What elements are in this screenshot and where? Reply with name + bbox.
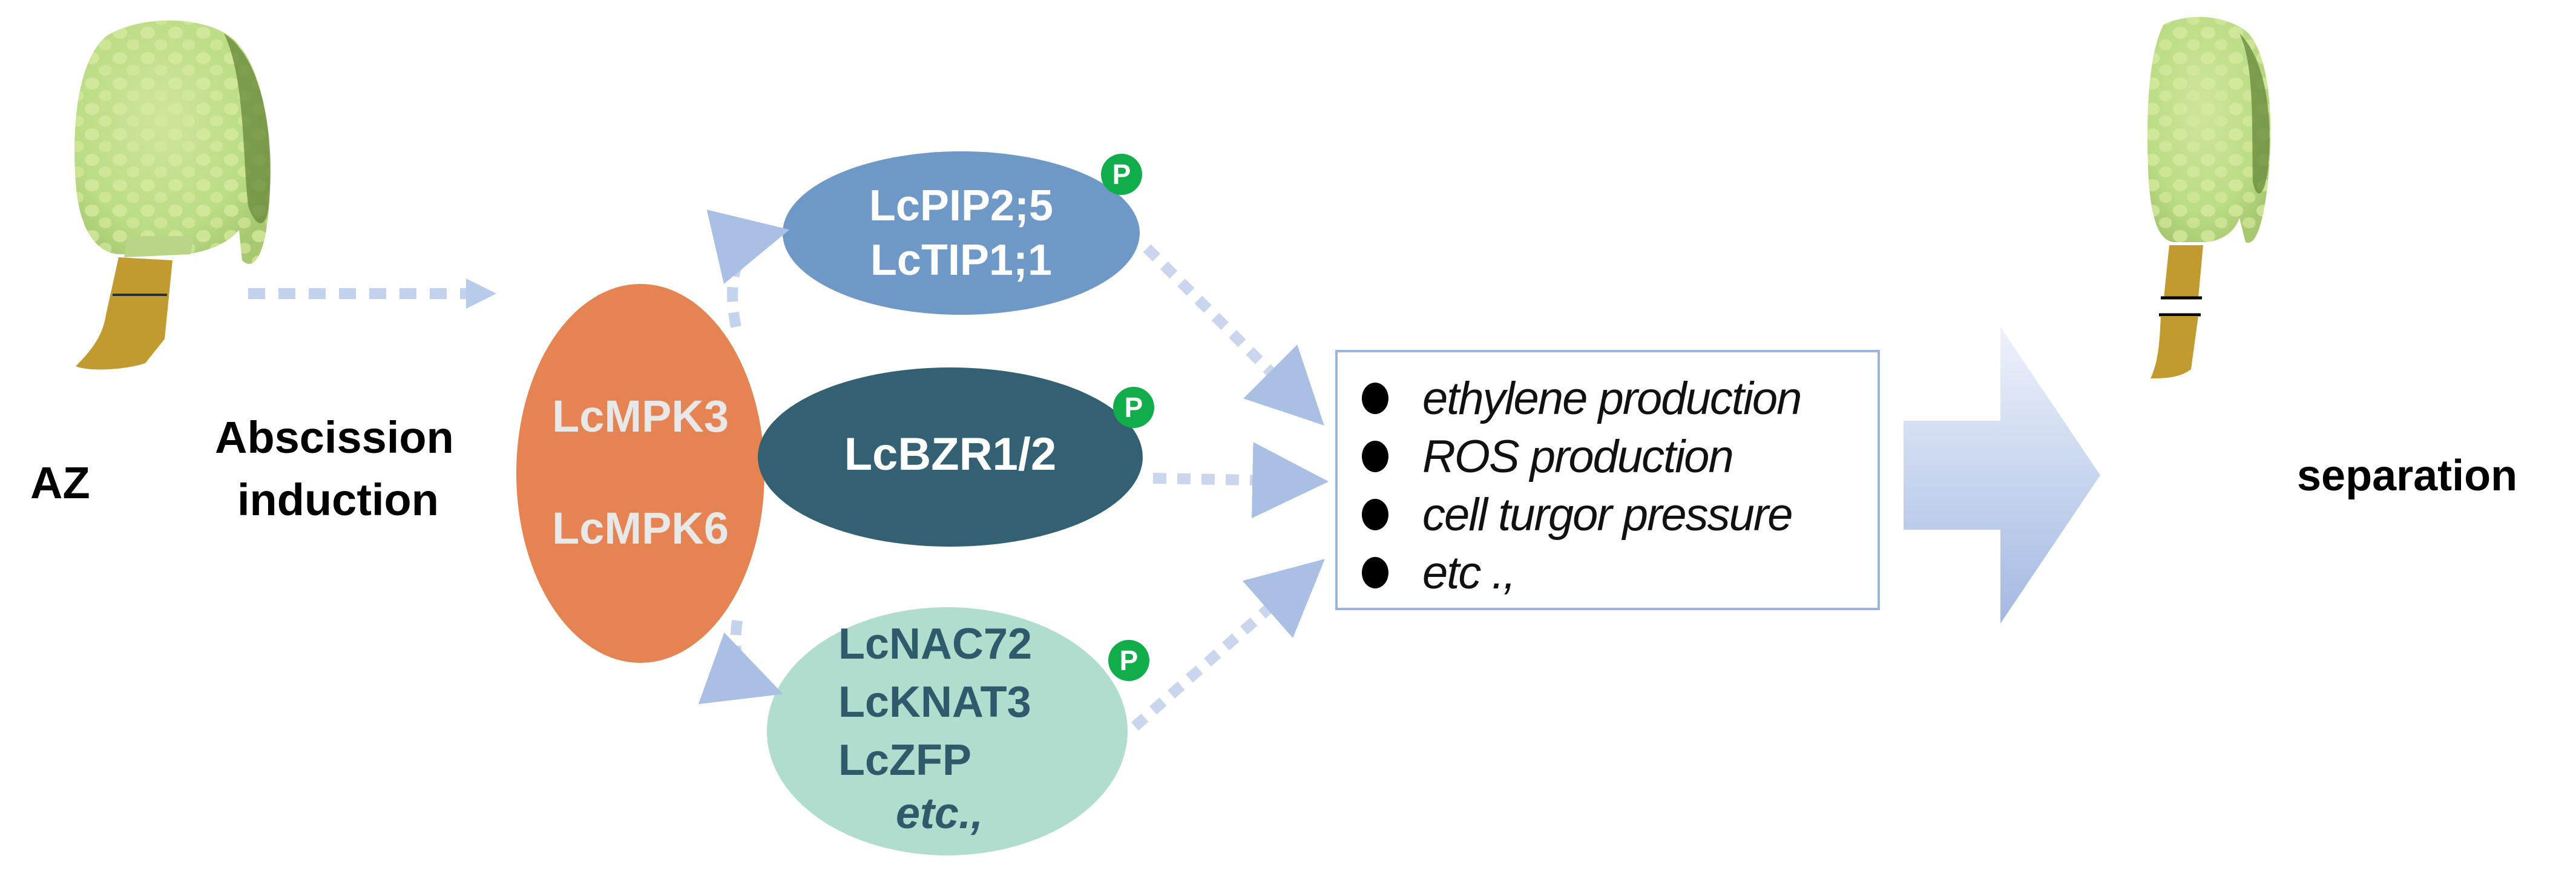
- separation-label: separation: [2297, 452, 2518, 500]
- outcome-item: ethylene production: [1362, 369, 1878, 427]
- right-pedicel-lower: [2150, 316, 2198, 378]
- result-big-arrow: [1904, 327, 2100, 624]
- aquaporin-label-tip: LcTIP1;1: [870, 236, 1053, 285]
- bzr-label: LcBZR1/2: [844, 428, 1057, 480]
- bzr-node: LcBZR1/2: [758, 418, 1143, 490]
- right-fruit-shadow: [2239, 33, 2270, 194]
- kinase-node: LcMPK3 LcMPK6: [516, 339, 764, 605]
- arrow-aquaporins-to-outcomes: [1143, 244, 1324, 426]
- outcome-label: ROS production: [1422, 430, 1734, 482]
- arrow-tfs-to-outcomes: [1131, 559, 1325, 731]
- phosphorylation-badge-aquaporins: P: [1101, 154, 1142, 195]
- bullet-icon: [1362, 499, 1388, 530]
- bullet-icon: [1362, 383, 1388, 414]
- arrow-bzr-to-outcomes: [1152, 442, 1329, 519]
- left-fruit-neck: [124, 236, 194, 257]
- left-fruit-shadow: [224, 33, 271, 223]
- left-fruit-illustration: [74, 20, 271, 370]
- right-pedicel-upper: [2164, 245, 2203, 298]
- aquaporin-node: LcPIP2;5 LcTIP1;1: [783, 163, 1140, 303]
- induction-label-line2: induction: [237, 475, 439, 525]
- induction-arrowhead: [466, 278, 496, 309]
- tf-label-nac72: LcNAC72: [838, 620, 1033, 668]
- aquaporin-node-shape: [783, 151, 1140, 315]
- tf-label-knat3: LcKNAT3: [838, 678, 1031, 726]
- bullet-icon: [1362, 441, 1388, 472]
- tf-node-shape: [767, 607, 1128, 855]
- aquaporin-label-pip: LcPIP2;5: [869, 182, 1054, 230]
- outcomes-box: ethylene production ROS production cell …: [1335, 350, 1880, 610]
- kinase-label-mpk6: LcMPK6: [552, 503, 729, 553]
- right-fruit-illustration: [2147, 17, 2271, 378]
- kinase-node-shape: [516, 284, 764, 663]
- left-pedicel: [76, 257, 172, 370]
- arrow-kinase-to-tfs: [698, 619, 783, 705]
- outcome-item: ROS production: [1362, 427, 1878, 486]
- outcome-label: ethylene production: [1422, 372, 1802, 424]
- outcome-item: etc .,: [1362, 544, 1878, 602]
- outcome-label: cell turgor pressure: [1422, 489, 1793, 541]
- outcome-label: etc .,: [1422, 547, 1516, 599]
- phosphorylation-badge-tfs: P: [1108, 640, 1149, 681]
- bzr-node-shape: [758, 367, 1143, 547]
- tf-label-zfp: LcZFP: [838, 736, 972, 785]
- outcome-item: cell turgor pressure: [1362, 486, 1878, 544]
- arrow-kinase-to-aquaporins: [706, 209, 790, 328]
- induction-label-line1: Abscission: [215, 412, 454, 463]
- bullet-icon: [1362, 557, 1388, 588]
- phosphorylation-badge-bzr: P: [1113, 387, 1154, 428]
- kinase-label-mpk3: LcMPK3: [552, 391, 729, 441]
- tf-node: LcNAC72 LcKNAT3 LcZFP etc.,: [838, 605, 1080, 848]
- az-label: AZ: [30, 458, 90, 508]
- tf-label-etc: etc.,: [896, 789, 984, 838]
